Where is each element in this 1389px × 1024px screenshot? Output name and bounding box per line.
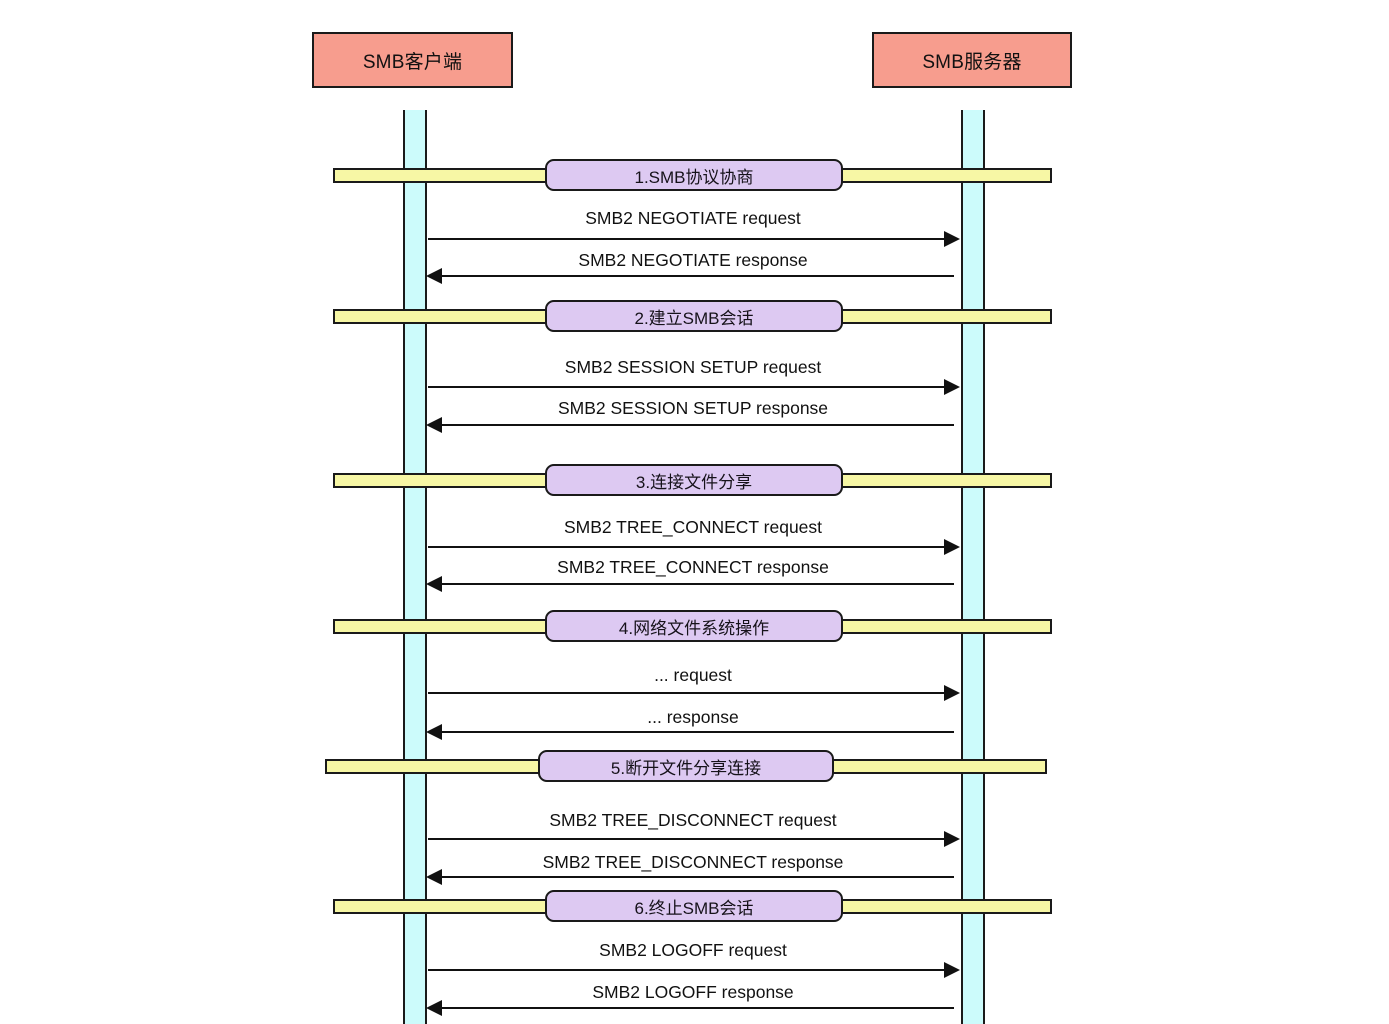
section-label-5[interactable]: 5.断开文件分享连接 [538,750,834,782]
message-line-4-2 [442,731,954,733]
section-label-2[interactable]: 2.建立SMB会话 [545,300,843,332]
message-arrowhead-4-1 [944,685,960,701]
section-label-3[interactable]: 3.连接文件分享 [545,464,843,496]
message-arrowhead-4-2 [426,724,442,740]
message-label-6-1: SMB2 LOGOFF request [599,940,787,960]
message-label-5-2: SMB2 TREE_DISCONNECT response [542,852,844,872]
message-label-5-1: SMB2 TREE_DISCONNECT request [549,810,837,830]
message-line-3-1 [428,546,946,548]
message-line-3-2 [442,583,954,585]
message-arrowhead-3-1 [944,539,960,555]
message-line-6-2 [442,1007,954,1009]
message-label-4-1: ... request [654,665,732,685]
participant-label-server: SMB服务器 [922,51,1022,73]
message-label-1-1: SMB2 NEGOTIATE request [585,208,801,228]
message-arrowhead-6-2 [426,1000,442,1016]
message-arrowhead-3-2 [426,576,442,592]
message-line-1-1 [428,238,946,240]
participant-label-client: SMB客户端 [362,51,463,73]
message-label-3-2: SMB2 TREE_CONNECT response [557,557,829,577]
message-line-5-2 [442,876,954,878]
message-arrowhead-2-2 [426,417,442,433]
message-line-2-1 [428,386,946,388]
message-arrowhead-5-2 [426,869,442,885]
message-label-4-2: ... response [647,707,739,727]
message-arrowhead-1-1 [944,231,960,247]
message-line-6-1 [428,969,946,971]
message-label-3-1: SMB2 TREE_CONNECT request [563,517,823,537]
participant-box-server: SMB服务器 [872,32,1072,88]
message-label-2-1: SMB2 SESSION SETUP request [564,357,822,377]
message-line-4-1 [428,692,946,694]
message-label-6-2: SMB2 LOGOFF response [592,982,794,1002]
section-label-6[interactable]: 6.终止SMB会话 [545,890,843,922]
section-label-1[interactable]: 1.SMB协议协商 [545,159,843,191]
lifeline-client [403,110,427,1024]
lifeline-server [961,110,985,1024]
section-label-4[interactable]: 4.网络文件系统操作 [545,610,843,642]
message-line-1-2 [442,275,954,277]
message-arrowhead-2-1 [944,379,960,395]
message-line-5-1 [428,838,946,840]
participant-box-client: SMB客户端 [312,32,513,88]
message-arrowhead-5-1 [944,831,960,847]
message-line-2-2 [442,424,954,426]
message-label-2-2: SMB2 SESSION SETUP response [557,398,829,418]
message-arrowhead-1-2 [426,268,442,284]
message-arrowhead-6-1 [944,962,960,978]
message-label-1-2: SMB2 NEGOTIATE response [578,250,808,270]
